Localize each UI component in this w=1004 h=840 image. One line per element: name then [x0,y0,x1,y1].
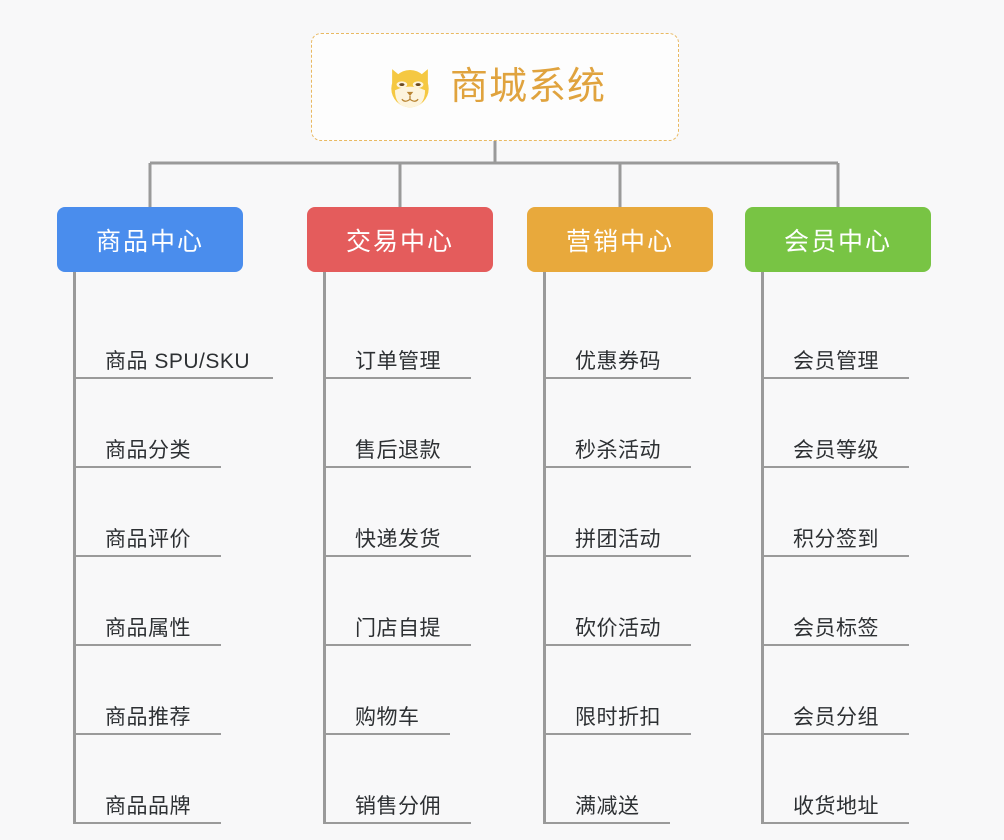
leaf-item[interactable]: 门店自提 [307,557,493,646]
leaf-item[interactable]: 积分签到 [745,468,931,557]
leaf-item-underline [323,466,471,468]
leaf-item-underline [543,733,691,735]
leaf-item-underline [543,466,691,468]
leaf-item-underline [761,644,909,646]
leaf-item[interactable]: 购物车 [307,646,493,735]
leaf-item[interactable]: 会员管理 [745,290,931,379]
leaf-item-label: 会员等级 [793,439,879,462]
leaf-item-label: 积分签到 [793,528,879,551]
leaf-item-underline [543,555,691,557]
leaf-item-label: 优惠券码 [575,350,661,373]
root-node[interactable]: 商城系统 [311,33,679,141]
leaf-item[interactable]: 商品属性 [57,557,250,646]
category-label: 商品中心 [95,227,204,256]
leaf-item[interactable]: 会员标签 [745,557,931,646]
leaf-item-label: 商品分类 [105,439,191,462]
leaf-item-underline [73,377,273,379]
leaf-item-underline [323,733,450,735]
leaf-item-underline [323,555,471,557]
leaf-item[interactable]: 收货地址 [745,735,931,824]
leaf-item-label: 商品 SPU/SKU [105,350,251,373]
leaf-item[interactable]: 商品评价 [57,468,250,557]
leaf-item-underline [73,644,221,646]
leaf-item-underline [73,733,221,735]
leaf-item[interactable]: 限时折扣 [527,646,713,735]
leaf-item-underline [543,377,691,379]
column-product-center: 商品中心商品 SPU/SKU 商品分类商品评价商品属性商品推荐商品品牌 [57,207,273,824]
leaf-item[interactable]: 订单管理 [307,290,493,379]
leaf-item[interactable]: 秒杀活动 [527,379,713,468]
leaf-item-label: 满减送 [575,795,640,818]
leaf-item-underline [73,555,221,557]
leaf-item-label: 收货地址 [793,795,879,818]
leaf-item[interactable]: 拼团活动 [527,468,713,557]
leaf-item-label: 售后退款 [355,439,441,462]
leaf-item-label: 商品评价 [105,528,191,551]
leaf-item-label: 会员分组 [793,706,879,729]
leaf-item[interactable]: 快递发货 [307,468,493,557]
leaf-item-label: 商品属性 [105,617,191,640]
trunk-line [543,272,546,824]
leaf-list: 订单管理售后退款快递发货门店自提购物车销售分佣 [307,272,493,824]
leaf-item-label: 门店自提 [355,617,441,640]
leaf-item-label: 拼团活动 [575,528,661,551]
leaf-item-underline [761,733,909,735]
leaf-item-underline [73,466,221,468]
trunk-line [323,272,326,824]
leaf-item-underline [323,644,471,646]
leaf-item[interactable]: 会员等级 [745,379,931,468]
leaf-item[interactable]: 销售分佣 [307,735,493,824]
leaf-list: 优惠券码秒杀活动拼团活动砍价活动限时折扣满减送 [527,272,713,824]
category-card-trade-center[interactable]: 交易中心 [307,207,493,272]
leaf-item-underline [761,377,909,379]
category-card-product-center[interactable]: 商品中心 [57,207,243,272]
leaf-item-underline [323,377,471,379]
leaf-item-underline [543,822,670,824]
leaf-item-underline [761,555,909,557]
category-label: 交易中心 [345,227,454,256]
category-card-member-center[interactable]: 会员中心 [745,207,931,272]
leaf-item-underline [761,466,909,468]
leaf-item-label: 会员管理 [793,350,879,373]
column-trade-center: 交易中心订单管理售后退款快递发货门店自提购物车销售分佣 [307,207,493,824]
leaf-item-label: 秒杀活动 [575,439,661,462]
leaf-item[interactable]: 商品分类 [57,379,250,468]
leaf-item-underline [543,644,691,646]
shiba-dog-face-icon [391,69,429,109]
leaf-item-label: 商品品牌 [105,795,191,818]
leaf-item[interactable]: 砍价活动 [527,557,713,646]
leaf-item[interactable]: 满减送 [527,735,713,824]
root-title: 商城系统 [449,66,606,108]
leaf-item-underline [323,822,471,824]
leaf-item-label: 订单管理 [355,350,441,373]
column-member-center: 会员中心会员管理会员等级积分签到会员标签会员分组收货地址 [745,207,931,824]
leaf-item[interactable]: 商品品牌 [57,735,250,824]
leaf-item-label: 限时折扣 [575,706,661,729]
leaf-item-underline [761,822,909,824]
leaf-item-label: 销售分佣 [355,795,441,818]
trunk-line [761,272,764,824]
leaf-item-label: 购物车 [355,706,420,729]
leaf-item[interactable]: 售后退款 [307,379,493,468]
leaf-list: 商品 SPU/SKU 商品分类商品评价商品属性商品推荐商品品牌 [57,272,273,824]
leaf-item-underline [73,822,221,824]
leaf-item[interactable]: 商品推荐 [57,646,250,735]
leaf-item-label: 快递发货 [355,528,441,551]
category-label: 会员中心 [783,227,892,256]
leaf-item[interactable]: 会员分组 [745,646,931,735]
column-marketing-center: 营销中心优惠券码秒杀活动拼团活动砍价活动限时折扣满减送 [527,207,713,824]
leaf-item-label: 商品推荐 [105,706,191,729]
leaf-item[interactable]: 优惠券码 [527,290,713,379]
leaf-list: 会员管理会员等级积分签到会员标签会员分组收货地址 [745,272,931,824]
trunk-line [73,272,76,824]
leaf-item[interactable]: 商品 SPU/SKU [57,290,273,379]
category-card-marketing-center[interactable]: 营销中心 [527,207,713,272]
leaf-item-label: 砍价活动 [575,617,661,640]
category-label: 营销中心 [565,227,674,256]
leaf-item-label: 会员标签 [793,617,879,640]
